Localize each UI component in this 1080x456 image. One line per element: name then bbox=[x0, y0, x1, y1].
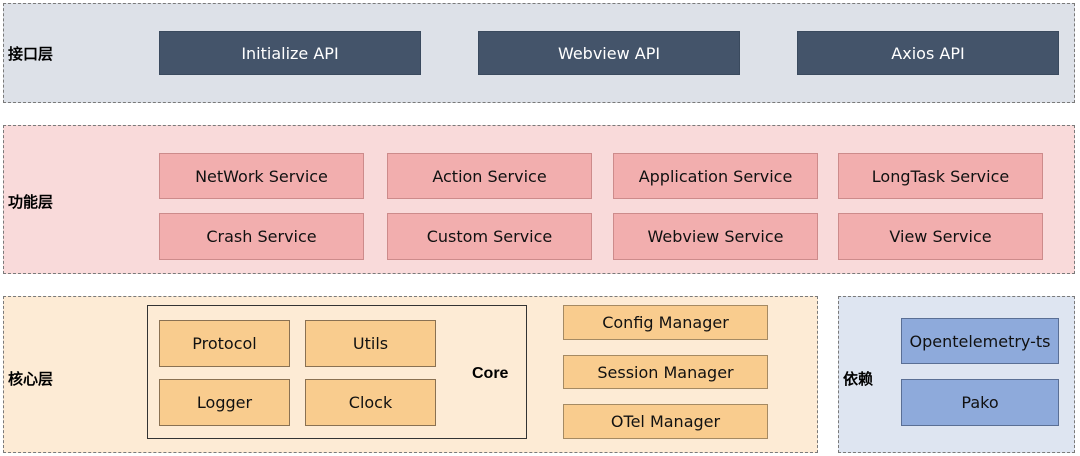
opentelemetry-ts-box: Opentelemetry-ts bbox=[901, 318, 1059, 364]
interface-layer-label: 接口层 bbox=[8, 45, 54, 63]
logger-box: Logger bbox=[159, 379, 290, 426]
custom-service-box: Custom Service bbox=[387, 213, 592, 260]
config-manager-box: Config Manager bbox=[563, 305, 768, 340]
function-layer-label: 功能层 bbox=[8, 193, 54, 211]
dependency-layer-label: 依赖 bbox=[843, 370, 874, 388]
session-manager-box: Session Manager bbox=[563, 355, 768, 389]
axios-api-box: Axios API bbox=[797, 31, 1059, 75]
webview-service-box: Webview Service bbox=[613, 213, 818, 260]
webview-api-box: Webview API bbox=[478, 31, 740, 75]
action-service-box: Action Service bbox=[387, 153, 592, 199]
longtask-service-box: LongTask Service bbox=[838, 153, 1043, 199]
core-layer-label: 核心层 bbox=[8, 370, 54, 388]
utils-box: Utils bbox=[305, 320, 436, 367]
core-frame bbox=[147, 305, 527, 439]
otel-manager-box: OTel Manager bbox=[563, 404, 768, 439]
core-label: Core bbox=[472, 365, 509, 382]
network-service-box: NetWork Service bbox=[159, 153, 364, 199]
initialize-api-box: Initialize API bbox=[159, 31, 421, 75]
clock-box: Clock bbox=[305, 379, 436, 426]
protocol-box: Protocol bbox=[159, 320, 290, 367]
pako-box: Pako bbox=[901, 379, 1059, 426]
crash-service-box: Crash Service bbox=[159, 213, 364, 260]
view-service-box: View Service bbox=[838, 213, 1043, 260]
application-service-box: Application Service bbox=[613, 153, 818, 199]
